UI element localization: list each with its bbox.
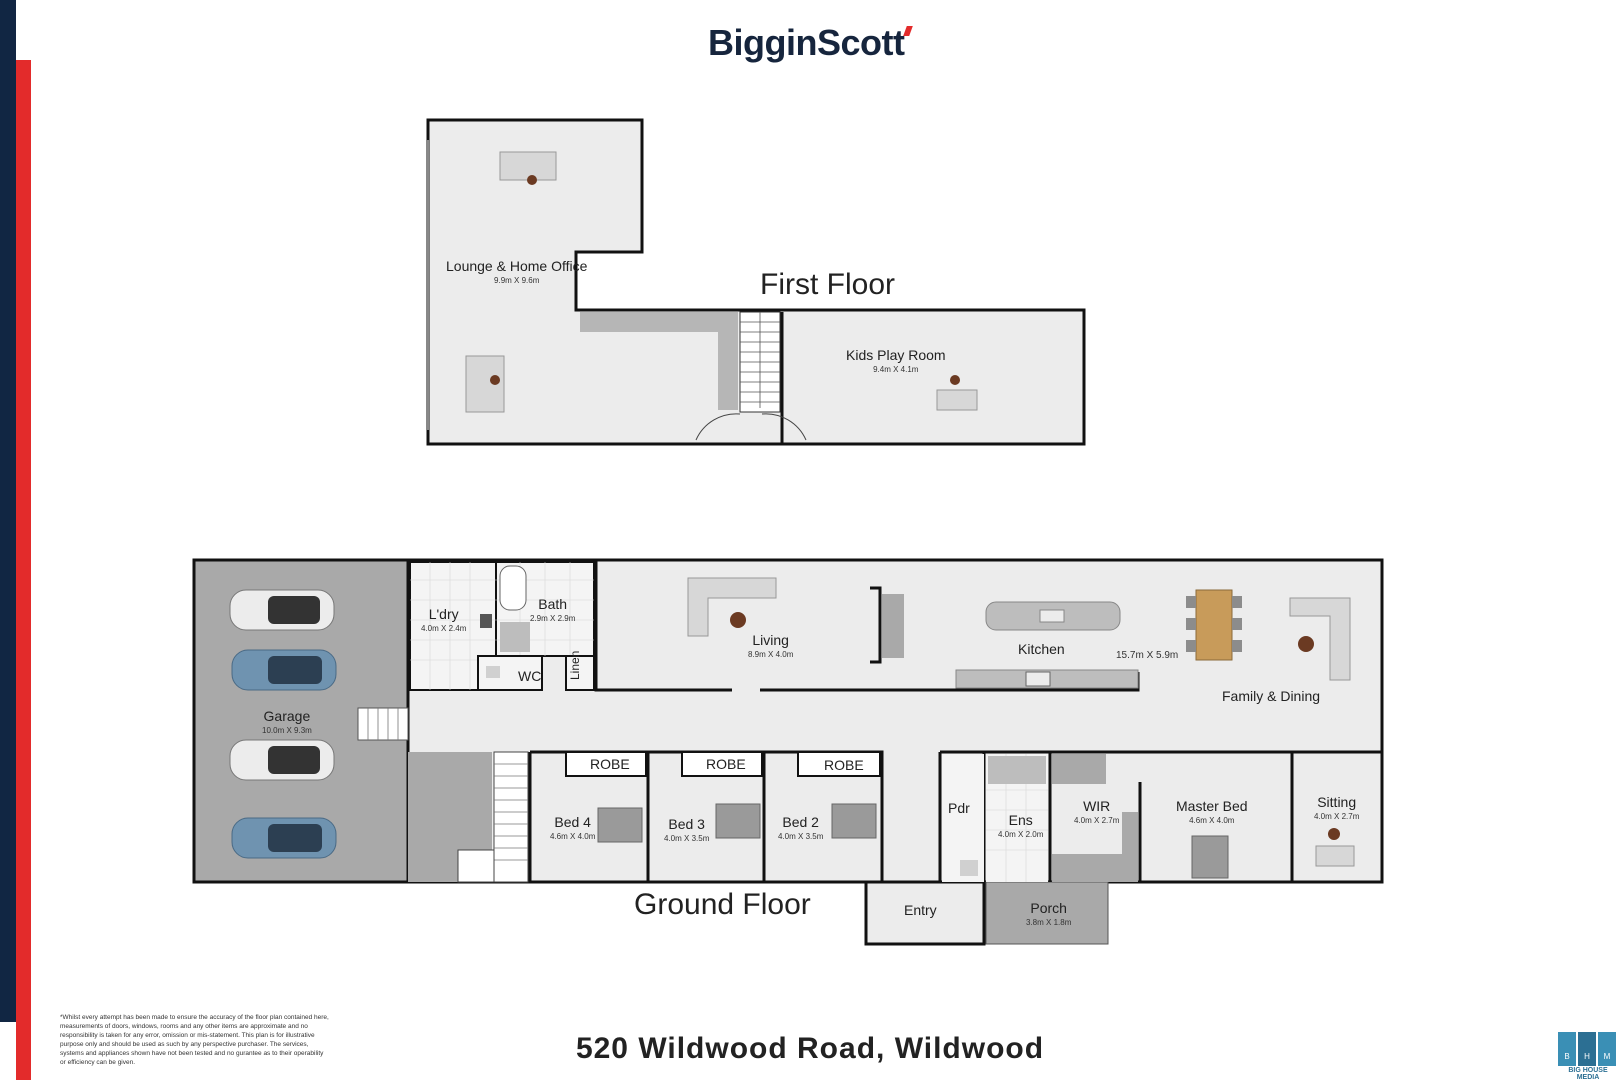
room-dims: 4.0m X 2.7m	[1314, 812, 1360, 821]
room-garage: Garage 10.0m X 9.3m	[262, 708, 312, 735]
logo-letter: B	[1558, 1032, 1576, 1066]
room-dims: 4.0m X 2.4m	[421, 624, 467, 633]
robe-bed4: ROBE	[590, 756, 630, 772]
room-name: Living	[752, 632, 789, 648]
room-master-bed: Master Bed 4.6m X 4.0m	[1176, 798, 1248, 825]
robe-label: ROBE	[824, 757, 864, 773]
room-name: Kids Play Room	[846, 347, 946, 363]
property-address: 520 Wildwood Road, Wildwood	[575, 1032, 1045, 1065]
logo-letter: M	[1598, 1032, 1616, 1066]
room-ensuite: Ens 4.0m X 2.0m	[998, 812, 1043, 839]
room-porch: Porch 3.8m X 1.8m	[1026, 900, 1071, 927]
room-living: Living 8.9m X 4.0m	[748, 632, 793, 659]
room-name: Entry	[904, 902, 937, 918]
robe-label: ROBE	[590, 756, 630, 772]
robe-bed2: ROBE	[824, 757, 864, 773]
room-dims: 4.0m X 2.7m	[1074, 816, 1120, 825]
room-linen: Linen	[568, 651, 582, 680]
room-dims: 8.9m X 4.0m	[748, 650, 794, 659]
room-name: Linen	[568, 650, 582, 680]
room-name: Kitchen	[1018, 641, 1065, 657]
room-name: Bed 3	[668, 816, 705, 832]
room-bed4: Bed 4 4.6m X 4.0m	[550, 814, 595, 841]
room-lounge: Lounge & Home Office 9.9m X 9.6m	[446, 258, 587, 285]
disclaimer-text: *Whilst every attempt has been made to e…	[60, 1014, 329, 1066]
room-name: Master Bed	[1176, 798, 1248, 814]
room-dims: 4.0m X 3.5m	[664, 834, 710, 843]
room-dims: 9.4m X 4.1m	[873, 365, 919, 374]
room-bed3: Bed 3 4.0m X 3.5m	[664, 816, 709, 843]
robe-bed3: ROBE	[706, 756, 746, 772]
room-dims: 3.8m X 1.8m	[1026, 918, 1072, 927]
media-logo: B H M BIG HOUSE MEDIA	[1558, 1032, 1618, 1081]
brand-logo: BigginScott	[708, 22, 914, 64]
room-kitchen: Kitchen	[1018, 641, 1065, 657]
room-name: WC	[518, 668, 542, 684]
brand-bar-navy	[0, 0, 16, 1022]
room-entry: Entry	[904, 902, 937, 918]
room-dims: 2.9m X 2.9m	[530, 614, 576, 623]
room-bath: Bath 2.9m X 2.9m	[530, 596, 575, 623]
room-dims: 4.6m X 4.0m	[550, 832, 596, 841]
room-kids-play: Kids Play Room 9.4m X 4.1m	[846, 347, 946, 374]
room-dims: 9.9m X 9.6m	[494, 276, 540, 285]
room-wir: WIR 4.0m X 2.7m	[1074, 798, 1119, 825]
room-name: Bath	[538, 596, 568, 612]
room-wc: WC	[518, 668, 541, 684]
room-name: Pdr	[948, 800, 970, 816]
room-dims: 10.0m X 9.3m	[262, 726, 312, 735]
room-sitting: Sitting 4.0m X 2.7m	[1314, 794, 1359, 821]
room-dims: 4.0m X 3.5m	[778, 832, 824, 841]
room-family-dining: Family & Dining	[1222, 688, 1320, 704]
logo-letter: H	[1578, 1032, 1596, 1066]
room-name: WIR	[1083, 798, 1111, 814]
brand-bar-red	[16, 60, 31, 1080]
room-name: Ens	[1008, 812, 1033, 828]
room-name: Lounge & Home Office	[446, 258, 588, 274]
room-bed2: Bed 2 4.0m X 3.5m	[778, 814, 823, 841]
room-name: Porch	[1030, 900, 1067, 916]
room-laundry: L'dry 4.0m X 2.4m	[421, 606, 466, 633]
room-name: L'dry	[428, 606, 459, 622]
room-family-dims: 15.7m X 5.9m	[1116, 648, 1178, 661]
room-name: Family & Dining	[1222, 688, 1321, 704]
room-dims: 4.0m X 2.0m	[998, 830, 1044, 839]
ground-floor-title: Ground Floor	[634, 888, 811, 921]
room-dims: 4.6m X 4.0m	[1189, 816, 1235, 825]
logo-label: BIG HOUSE MEDIA	[1568, 1067, 1608, 1081]
room-powder: Pdr	[948, 800, 970, 816]
room-dims: 15.7m X 5.9m	[1116, 650, 1179, 661]
room-name: Bed 2	[782, 814, 819, 830]
first-floor-title: First Floor	[760, 268, 895, 301]
room-name: Bed 4	[554, 814, 591, 830]
room-name: Sitting	[1317, 794, 1357, 810]
room-name: Garage	[263, 708, 311, 724]
robe-label: ROBE	[706, 756, 746, 772]
